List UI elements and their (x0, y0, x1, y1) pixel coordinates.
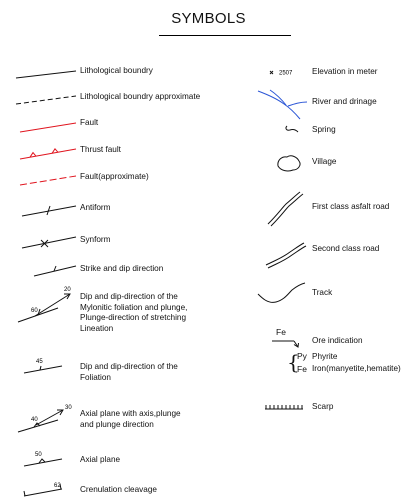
village-label: Village (312, 157, 337, 166)
lithological-boundary-symbol (15, 70, 77, 79)
lithological-boundary-label: Lithological boundry (80, 66, 153, 75)
foliation-label-line: Dip and dip-direction of the (80, 362, 178, 371)
mineral-brace: { (287, 350, 300, 374)
mylonitic-foliation-symbol: 20 60 (17, 287, 71, 323)
axial-plane-axis-label-line: and plunge direction (80, 419, 154, 429)
river-symbol (257, 89, 308, 120)
lithological-boundary-approx-symbol (15, 95, 77, 105)
crenulation-cleavage-label: Crenulation cleavage (80, 485, 157, 494)
mylonitic-label-line: Plunge-direction of stretching (80, 313, 187, 323)
mylonitic-label-line: Lineation (80, 323, 114, 333)
track-symbol (257, 282, 306, 303)
elevation-label: Elevation in meter (312, 67, 378, 76)
mylonitic-foliation-label: Dip and dip-direction of the Mylonitic f… (80, 292, 187, 334)
axial-plane-axis-label-line: Axial plane with axis,plunge (80, 409, 181, 418)
pyrite-symbol-text: Py (297, 351, 307, 361)
antiform-label: Antiform (80, 203, 111, 212)
scarp-symbol (265, 405, 303, 410)
pyrite-label: Phyrite (312, 352, 338, 361)
legend-title: SYMBOLS (171, 10, 246, 27)
second-class-road-label: Second class road (312, 244, 380, 253)
strike-dip-symbol (33, 265, 77, 277)
antiform-symbol (21, 205, 77, 217)
first-class-road-label: First class asfalt road (312, 202, 390, 211)
mylonitic-label-line: Mylonitic foliation and plunge, (80, 302, 188, 312)
synform-symbol (21, 236, 77, 249)
elevation-value: 2507 (279, 71, 293, 77)
fault-label: Fault (80, 118, 99, 127)
foliation-symbol: 45 (23, 359, 63, 374)
iron-label: Iron(manyetite,hematite) (312, 364, 401, 373)
iron-symbol-text: Fe (297, 364, 307, 374)
axial-plane-dip-value: 50 (35, 452, 42, 458)
ore-indication-label: Ore indication (312, 336, 363, 345)
thrust-fault-symbol (19, 147, 77, 160)
axial-dip-value: 40 (31, 417, 38, 423)
track-label: Track (312, 288, 333, 297)
spring-symbol (285, 125, 299, 133)
thrust-fault-label: Thrust fault (80, 145, 121, 154)
river-label: River and drinage (312, 97, 377, 106)
mylonitic-dip-value: 60 (31, 308, 38, 314)
axial-plane-axis-symbol: 30 40 (17, 405, 72, 433)
foliation-label: Dip and dip-direction of the Foliation (80, 362, 178, 383)
first-class-road-symbol (267, 191, 304, 227)
ore-symbol-text: Fe (276, 327, 286, 337)
village-symbol (277, 155, 301, 172)
fault-approx-label: Fault(approximate) (80, 172, 149, 181)
second-class-road-symbol (265, 242, 307, 269)
fault-symbol (19, 122, 77, 133)
mylonitic-label-line: Dip and dip-direction of the (80, 292, 178, 301)
axial-plane-label: Axial plane (80, 455, 121, 464)
axial-plunge-value: 30 (65, 405, 72, 411)
title-underline (159, 35, 291, 36)
crenulation-cleavage-symbol: 62 (23, 483, 63, 497)
axial-plane-axis-label: Axial plane with axis,plunge and plunge … (80, 409, 181, 430)
strike-dip-label: Strike and dip direction (80, 264, 164, 273)
elevation-symbol: 2507 (269, 71, 293, 77)
mylonitic-plunge-value: 20 (64, 287, 71, 293)
foliation-label-line: Foliation (80, 372, 111, 382)
crenulation-dip-value: 62 (54, 483, 61, 489)
axial-plane-symbol: 50 (23, 452, 63, 467)
foliation-dip-value: 45 (36, 359, 43, 365)
spring-label: Spring (312, 125, 336, 134)
ore-indication-symbol (272, 340, 299, 348)
fault-approx-symbol (19, 175, 77, 186)
synform-label: Synform (80, 235, 111, 244)
lithological-boundary-approx-label: Lithological boundry approximate (80, 92, 201, 101)
scarp-label: Scarp (312, 402, 334, 411)
